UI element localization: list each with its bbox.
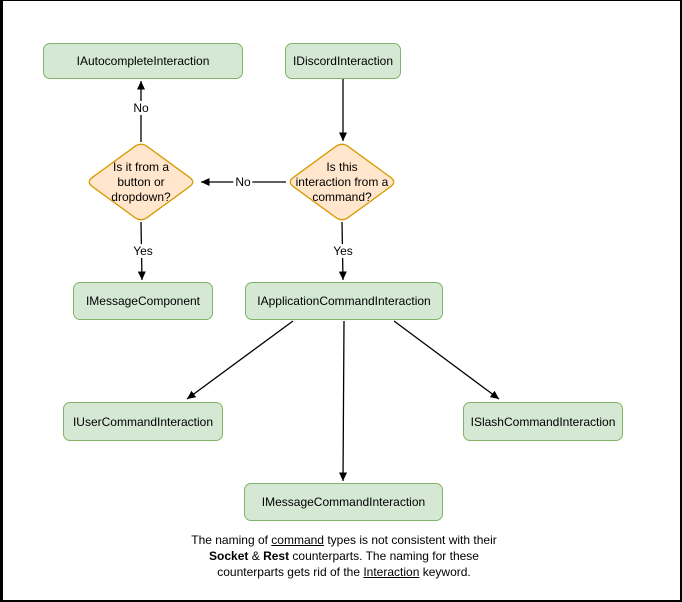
node-iautocomplete-interaction: IAutocompleteInteraction xyxy=(43,43,243,79)
arrow-application-to-message-command xyxy=(339,320,348,482)
node-label: IDiscordInteraction xyxy=(292,54,394,68)
arrow-application-to-user-command xyxy=(186,320,294,400)
decision-interaction-from-command-shape xyxy=(289,143,395,221)
node-iapplication-command-interaction: IApplicationCommandInteraction xyxy=(245,282,443,320)
note-line: The naming of command types is not consi… xyxy=(191,533,497,547)
diagram-note: The naming of command types is not consi… xyxy=(144,532,544,580)
note-line: Socket & Rest counterparts. The naming f… xyxy=(209,549,479,563)
edges-layer xyxy=(88,79,500,482)
node-label: IAutocompleteInteraction xyxy=(76,54,210,68)
node-label: IMessageCommandInteraction xyxy=(261,495,426,509)
decision-button-or-dropdown-shape xyxy=(88,143,194,221)
arrow-application-to-slash-command xyxy=(393,320,500,400)
edge-label-no-to-autocomplete: No xyxy=(131,101,151,115)
node-iuser-command-interaction: IUserCommandInteraction xyxy=(63,402,223,441)
node-imessage-component: IMessageComponent xyxy=(73,282,213,320)
node-label: IMessageComponent xyxy=(85,294,201,308)
edge-label-yes-to-application-command: Yes xyxy=(331,244,355,258)
edge-label-no-to-button-dropdown: No xyxy=(233,175,253,189)
edge-label-yes-to-message-component: Yes xyxy=(131,244,155,258)
node-imessage-command-interaction: IMessageCommandInteraction xyxy=(244,483,443,521)
node-islash-command-interaction: ISlashCommandInteraction xyxy=(463,402,623,441)
note-line: counterparts gets rid of the Interaction… xyxy=(217,565,471,579)
node-label: IUserCommandInteraction xyxy=(72,414,214,429)
node-idiscord-interaction: IDiscordInteraction xyxy=(285,43,401,79)
node-label: IApplicationCommandInteraction xyxy=(257,294,431,308)
node-label: ISlashCommandInteraction xyxy=(470,414,616,429)
